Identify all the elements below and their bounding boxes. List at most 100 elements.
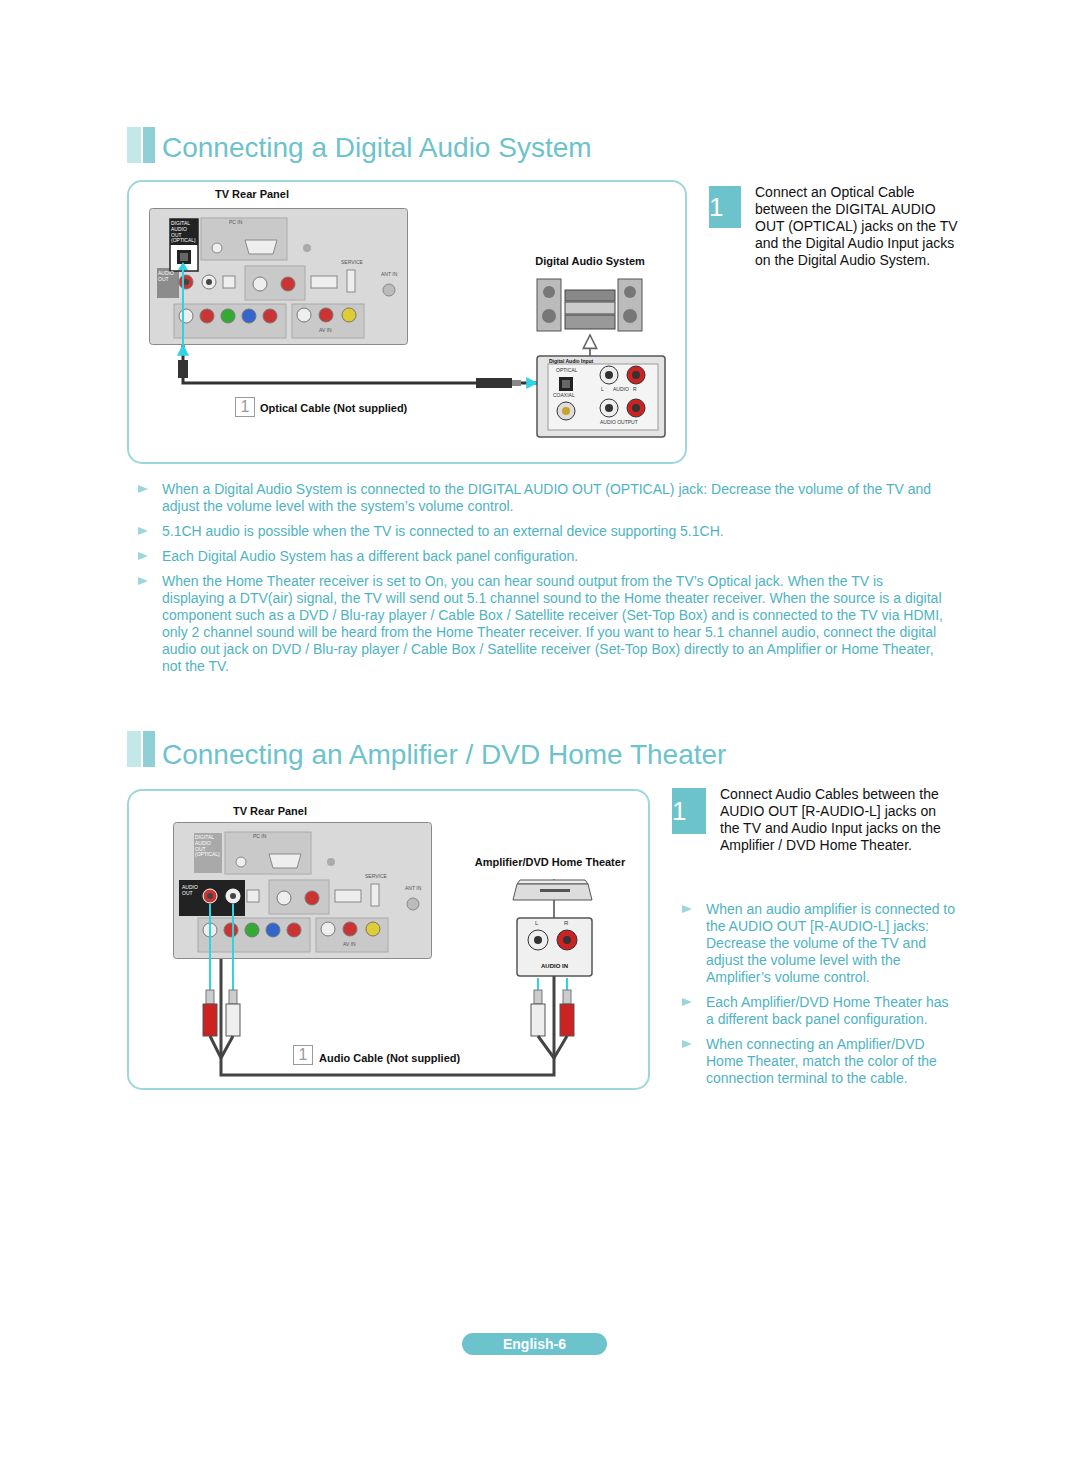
step-number: 1: [709, 186, 741, 228]
rca-plugs: [226, 1004, 240, 1036]
step-box: 1Connect Audio Cables between the AUDIO …: [672, 786, 962, 856]
stereo-drawing: [623, 309, 637, 323]
jack-label: L: [601, 387, 607, 393]
digital-input-panel-drawing: [600, 399, 618, 417]
rca-plugs: [203, 1004, 217, 1036]
note: 5.1CH audio is possible when the TV is c…: [162, 523, 947, 540]
optical-plug: [178, 262, 188, 270]
note: When a Digital Audio System is connected…: [162, 481, 947, 515]
rca-plugs: [209, 904, 211, 990]
heading-bars: [127, 731, 141, 767]
amplifier-drawing: [517, 880, 588, 884]
tv-rear-panel: TV Rear Panel: [173, 822, 432, 959]
jack-label: AV IN: [343, 942, 373, 948]
stereo-drawing: [624, 286, 636, 298]
digital-audio-system: Digital Audio System: [520, 255, 660, 335]
jack-label: PC IN: [229, 220, 259, 226]
amplifier-drawing: [513, 880, 592, 900]
jack-label: SERVICE: [341, 260, 371, 266]
audio-in-panel-drawing: [517, 918, 592, 976]
stereo-drawing: [565, 302, 615, 314]
digital-input-panel-drawing: [537, 356, 665, 437]
jack-label: OPTICAL: [556, 368, 586, 374]
rca-plugs: [560, 1004, 574, 1036]
audio-out-highlight: [179, 880, 245, 916]
note: When an audio amplifier is connected to …: [706, 901, 958, 986]
digital-input-panel-drawing: [600, 366, 618, 384]
optical-out-highlight: [170, 219, 198, 245]
section-heading: Connecting a Digital Audio System: [162, 131, 592, 165]
stereo-drawing: [542, 309, 556, 323]
tv-panel-drawing: [150, 209, 408, 345]
optical-out-highlight: [177, 250, 191, 264]
audio-out-highlight: [179, 880, 245, 916]
node-label: TV Rear Panel: [215, 188, 355, 201]
cable-label: Audio Cable (Not supplied): [319, 1052, 519, 1065]
callout-number: 1: [293, 1045, 313, 1065]
heading-bars: [143, 127, 155, 163]
section-heading: Connecting an Amplifier / DVD Home Theat…: [162, 738, 1062, 772]
jack-label: AUDIO OUTPUT: [600, 420, 650, 426]
rca-plugs: [531, 1004, 545, 1036]
jack-label: COAXIAL: [553, 393, 585, 399]
rca-plugs: [534, 990, 542, 1004]
optical-out-highlight: [170, 219, 198, 271]
node-label: Digital Audio System: [520, 255, 660, 268]
rca-plugs: [206, 990, 214, 1004]
diagram-frame: [128, 790, 649, 1089]
optical-plug: [512, 380, 521, 386]
audio-out-highlight: [226, 889, 240, 903]
step-number: 1: [672, 788, 706, 834]
amplifier-drawing: [540, 889, 570, 892]
rca-plugs: [203, 904, 574, 1058]
node-label: Digital Audio Input: [549, 358, 619, 364]
stereo-drawing: [543, 286, 555, 298]
jack-label: DIGITAL AUDIO OUT (OPTICAL): [171, 221, 197, 244]
audio-in-panel-drawing: [528, 930, 548, 950]
callout-number: 1: [235, 397, 255, 417]
jack-label: AUDIO OUT: [182, 885, 202, 897]
stereo-drawing: [565, 290, 615, 301]
audio-in-panel-drawing: [534, 936, 542, 944]
digital-input-panel-drawing: [632, 371, 640, 379]
step-box: 1 Connect an Optical Cable between the DI…: [709, 184, 959, 271]
jack-label: SERVICE: [365, 874, 395, 880]
stereo-drawing: [537, 279, 642, 331]
digital-input-panel-drawing: [627, 399, 645, 417]
cable-connector: [589, 335, 591, 356]
stereo-drawing: [537, 279, 561, 331]
audio-out-highlight: [207, 893, 213, 899]
jack-label: R: [633, 387, 639, 393]
rca-plugs: [537, 978, 539, 990]
rca-plugs: [563, 990, 571, 1004]
node-label: Amplifier/DVD Home Theater: [470, 856, 630, 869]
node-label: Connect an Optical Cable between the DIG…: [755, 184, 960, 269]
digital-input-panel-drawing: [605, 371, 613, 379]
node-label: TV Rear Panel: [233, 805, 373, 818]
stereo-drawing: [618, 279, 642, 331]
jack-label: AUDIO: [613, 387, 629, 393]
note: When connecting an Amplifier/DVD Home Th…: [706, 1036, 958, 1087]
digital-input-panel-drawing: [559, 377, 573, 391]
optical-plug: [178, 262, 521, 388]
audio-in-panel: AUDIO IN: [517, 918, 592, 976]
digital-input-panel-drawing: [557, 402, 575, 420]
cable-connector: [183, 345, 537, 383]
optical-plug: [182, 264, 184, 345]
amplifier-dvd-home-theater: Amplifier/DVD Home Theater: [470, 856, 630, 880]
digital-input-panel-drawing: [562, 407, 570, 415]
digital-input-panel-drawing: [537, 356, 665, 437]
cable-label: Optical Cable (Not supplied): [260, 402, 480, 415]
jack-label: L: [535, 920, 543, 927]
note: Each Amplifier/DVD Home Theater has a di…: [706, 994, 958, 1028]
optical-plug: [178, 360, 188, 378]
audio-in-panel-drawing: [557, 930, 577, 950]
heading-bars: [127, 127, 141, 163]
note: When the Home Theater receiver is set to…: [162, 573, 947, 675]
optical-plug: [476, 378, 512, 388]
jack-label: R: [564, 920, 572, 927]
digital-input-panel-drawing: [548, 364, 658, 430]
jack-label: ANT IN: [405, 886, 429, 892]
jack-label: DIGITAL AUDIO OUT (OPTICAL): [195, 835, 221, 858]
note: Each Digital Audio System has a differen…: [162, 548, 947, 565]
